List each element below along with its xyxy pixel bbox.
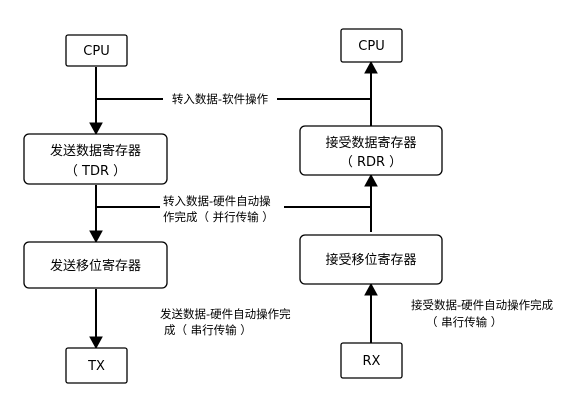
label-software-transfer: 转入数据-软件操作 — [172, 92, 269, 106]
box-send-shift-register: 发送移位寄存器 — [23, 241, 168, 289]
rdr-subtitle: （ RDR ） — [340, 155, 402, 170]
tdr-subtitle: （ TDR ） — [65, 164, 126, 179]
label-receive-serial-line1: 接受数据-硬件自动操作完成 — [411, 298, 554, 312]
label-hardware-transfer-line2: 作完成（ 并行传输 ） — [163, 210, 274, 224]
rx-text: RX — [363, 354, 381, 369]
box-rdr: 接受数据寄存器 （ RDR ） — [299, 125, 443, 176]
arrowhead-into-tx — [89, 336, 103, 350]
arrowhead-into-rdr — [364, 173, 378, 187]
label-send-serial-line2: 成（ 串行传输 ） — [164, 323, 252, 337]
box-cpu-left: CPU — [65, 34, 128, 67]
box-tdr: 发送数据寄存器 （ TDR ） — [23, 133, 168, 185]
label-hardware-transfer-line1: 转入数据-硬件自动操 — [163, 194, 271, 208]
tdr-title: 发送数据寄存器 — [50, 143, 141, 159]
rdr-title: 接受数据寄存器 — [325, 135, 416, 151]
receive-shift-register-text: 接受移位寄存器 — [325, 252, 416, 268]
arrowhead-into-shift-left — [89, 230, 103, 244]
send-shift-register-text: 发送移位寄存器 — [50, 258, 141, 274]
label-send-serial-line1: 发送数据-硬件自动操作完 — [160, 307, 291, 321]
label-receive-serial-line2: （ 串行传输 ） — [426, 315, 502, 329]
arrowhead-into-cpu-right — [364, 60, 378, 74]
arrowhead-into-tdr — [89, 122, 103, 136]
box-rx: RX — [340, 342, 403, 379]
box-receive-shift-register: 接受移位寄存器 — [299, 234, 443, 285]
box-tx: TX — [65, 347, 128, 384]
box-cpu-right: CPU — [340, 28, 403, 63]
cpu-left-text: CPU — [83, 44, 109, 59]
arrowhead-into-shift-right — [364, 282, 378, 296]
tx-text: TX — [87, 359, 105, 374]
cpu-right-text: CPU — [358, 39, 384, 54]
